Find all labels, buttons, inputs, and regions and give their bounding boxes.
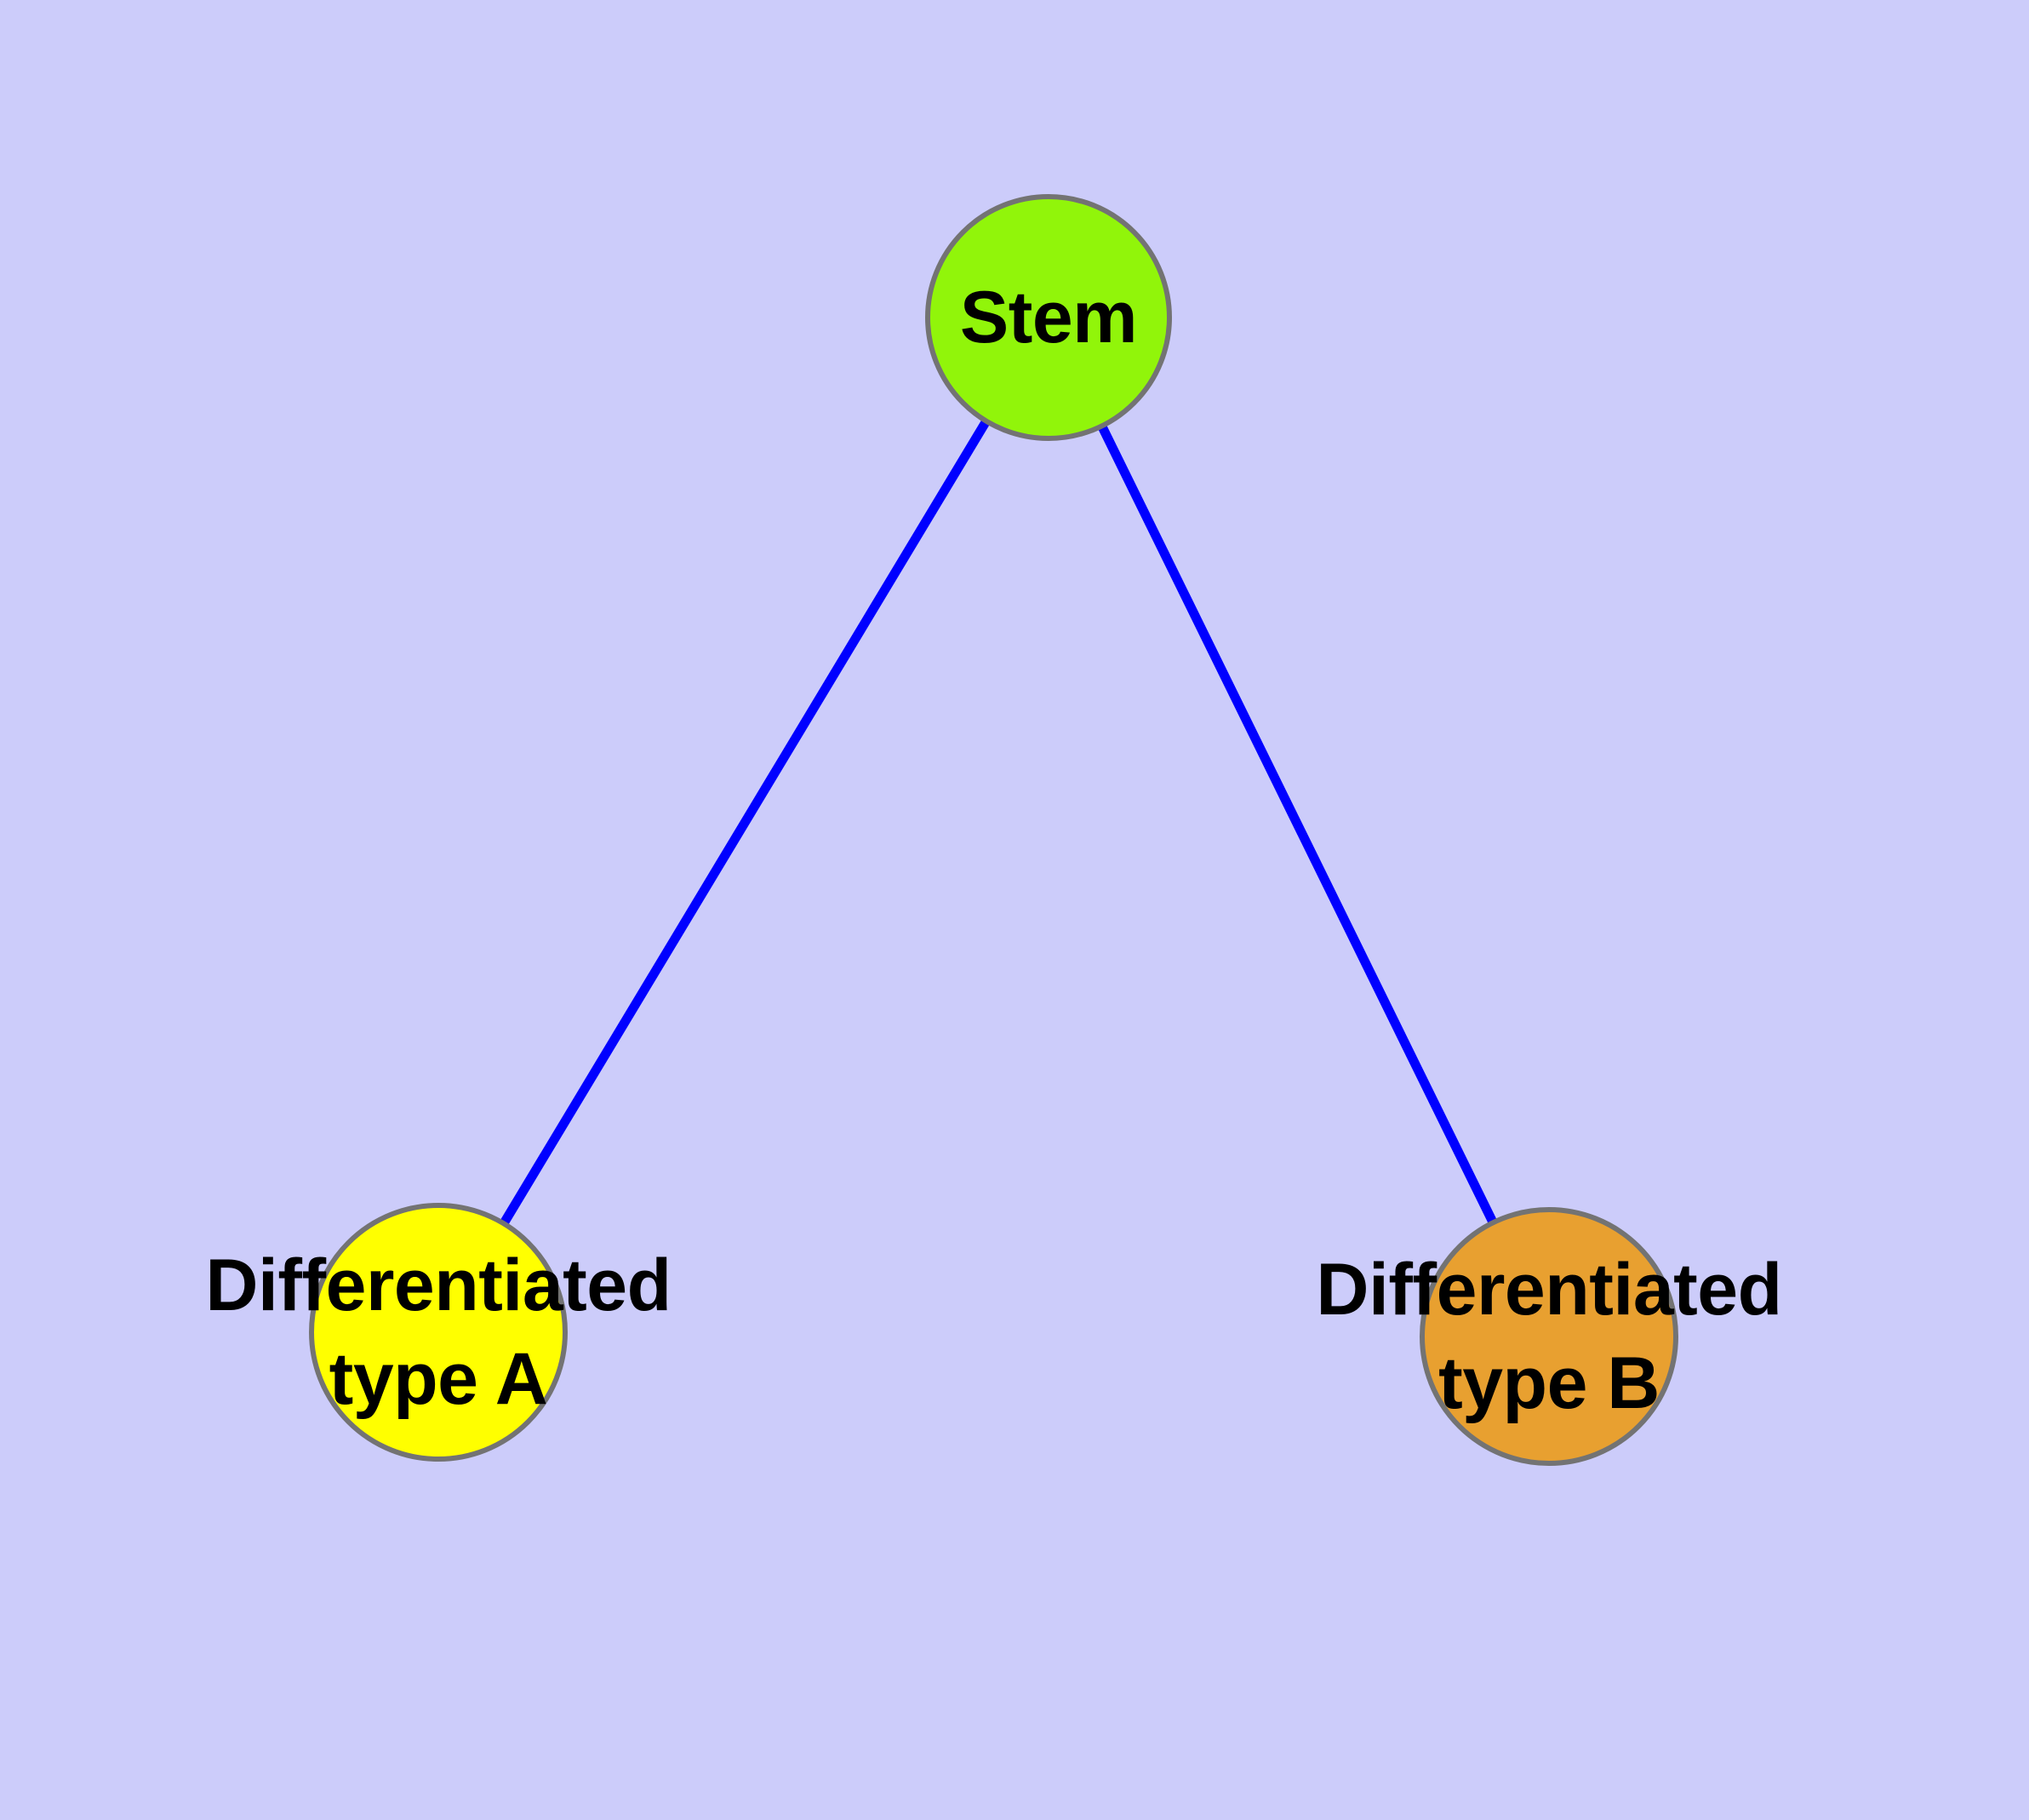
graph-node-diff-a[interactable]	[309, 1203, 568, 1462]
graph-edge-stem-to-b	[1098, 424, 1497, 1224]
edge-layer	[500, 419, 1497, 1226]
graph-node-diff-b[interactable]	[1420, 1207, 1678, 1466]
graph-edge-stem-to-a	[500, 419, 991, 1226]
node-layer	[309, 194, 1678, 1466]
graph-node-stem[interactable]	[925, 194, 1172, 441]
